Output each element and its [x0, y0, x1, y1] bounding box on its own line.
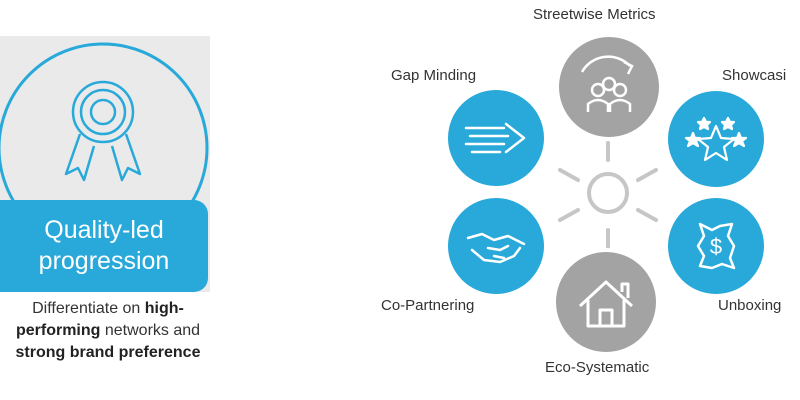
quality-description: Differentiate on high-performing network…: [0, 298, 216, 364]
node-showcasi: [664, 87, 768, 191]
banner-line-2: progression: [38, 247, 170, 275]
desc-part-1: Differentiate on: [32, 300, 145, 317]
label-unboxing: Unboxing: [718, 297, 782, 314]
desc-bold-2: strong brand preference: [15, 344, 201, 361]
award-ribbon-icon: [64, 80, 142, 182]
node-eco-systematic: [552, 248, 660, 356]
node-gap-minding: [444, 86, 548, 190]
stars-icon: [684, 116, 748, 162]
home-icon: [578, 280, 634, 328]
hub-spokes: [558, 141, 658, 252]
desc-part-2: networks and: [100, 322, 201, 339]
handshake-icon: [466, 232, 526, 264]
label-co-partnering: Co-Partnering: [381, 297, 475, 314]
label-showcasi: Showcasi: [722, 67, 787, 84]
money-box-icon: $: [696, 222, 736, 270]
banner-line-1: Quality-led: [44, 216, 164, 244]
label-gap-minding: Gap Minding: [391, 67, 477, 84]
people-cycle-icon: [580, 55, 634, 112]
node-unboxing: $: [664, 194, 768, 298]
node-streetwise-metrics: [555, 33, 663, 141]
sun-icon: [587, 172, 629, 214]
node-co-partnering: [444, 194, 548, 298]
desc-bold-1: high-performing: [15, 300, 184, 339]
label-eco-systematic: Eco-Systematic: [545, 359, 650, 376]
svg-text:$: $: [710, 234, 722, 259]
quality-banner: Quality-led progression: [0, 200, 208, 292]
label-streetwise-metrics: Streetwise Metrics: [533, 6, 656, 23]
arrow-speed-icon: [464, 122, 526, 154]
